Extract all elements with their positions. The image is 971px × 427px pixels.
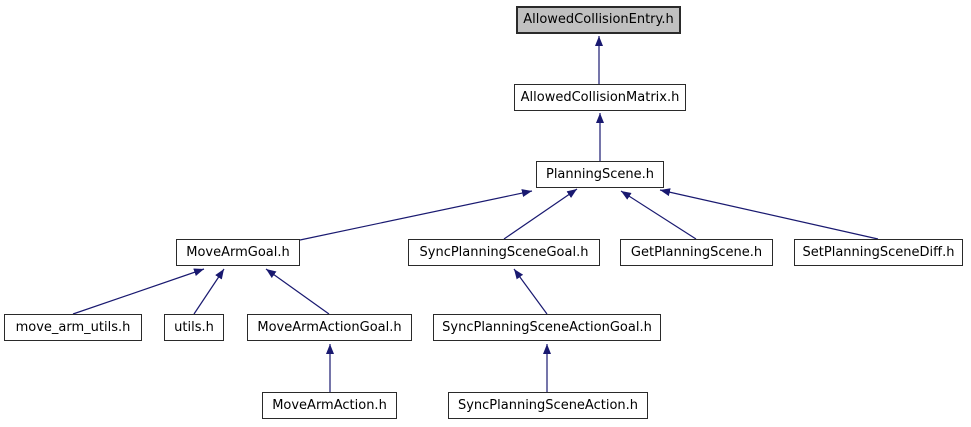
edge-getscene-to-scene [620, 190, 697, 240]
node-move-arm-action-goal-h[interactable]: MoveArmActionGoal.h [247, 314, 412, 341]
edge-utils2-to-movearmgoal [72, 268, 205, 315]
edge-movearmgoal-to-scene [299, 189, 533, 241]
node-move-arm-goal-h[interactable]: MoveArmGoal.h [176, 239, 300, 266]
node-utils-h[interactable]: utils.h [164, 314, 224, 341]
node-move-arm-utils-h[interactable]: move_arm_utils.h [4, 314, 142, 341]
edge-syncactiongoal-to-goal [513, 268, 548, 315]
node-allowed-collision-matrix-h[interactable]: AllowedCollisionMatrix.h [514, 84, 686, 111]
node-set-planning-scene-diff-h[interactable]: SetPlanningSceneDiff.h [794, 239, 963, 266]
edge-utils-to-movearmgoal [193, 268, 225, 315]
node-sync-planning-scene-action-h[interactable]: SyncPlanningSceneAction.h [448, 392, 648, 419]
node-move-arm-action-h[interactable]: MoveArmAction.h [262, 392, 397, 419]
node-sync-planning-scene-goal-h[interactable]: SyncPlanningSceneGoal.h [408, 239, 600, 266]
node-planning-scene-h[interactable]: PlanningScene.h [536, 161, 664, 188]
edge-actiongoal-to-goal [265, 268, 330, 315]
node-allowed-collision-entry-h[interactable]: AllowedCollisionEntry.h [516, 6, 681, 34]
node-get-planning-scene-h[interactable]: GetPlanningScene.h [620, 239, 773, 266]
edge-syncgoal-to-scene [503, 188, 578, 240]
node-sync-planning-scene-action-goal-h[interactable]: SyncPlanningSceneActionGoal.h [433, 314, 661, 341]
edge-setscenediff-to-scene [659, 188, 879, 240]
